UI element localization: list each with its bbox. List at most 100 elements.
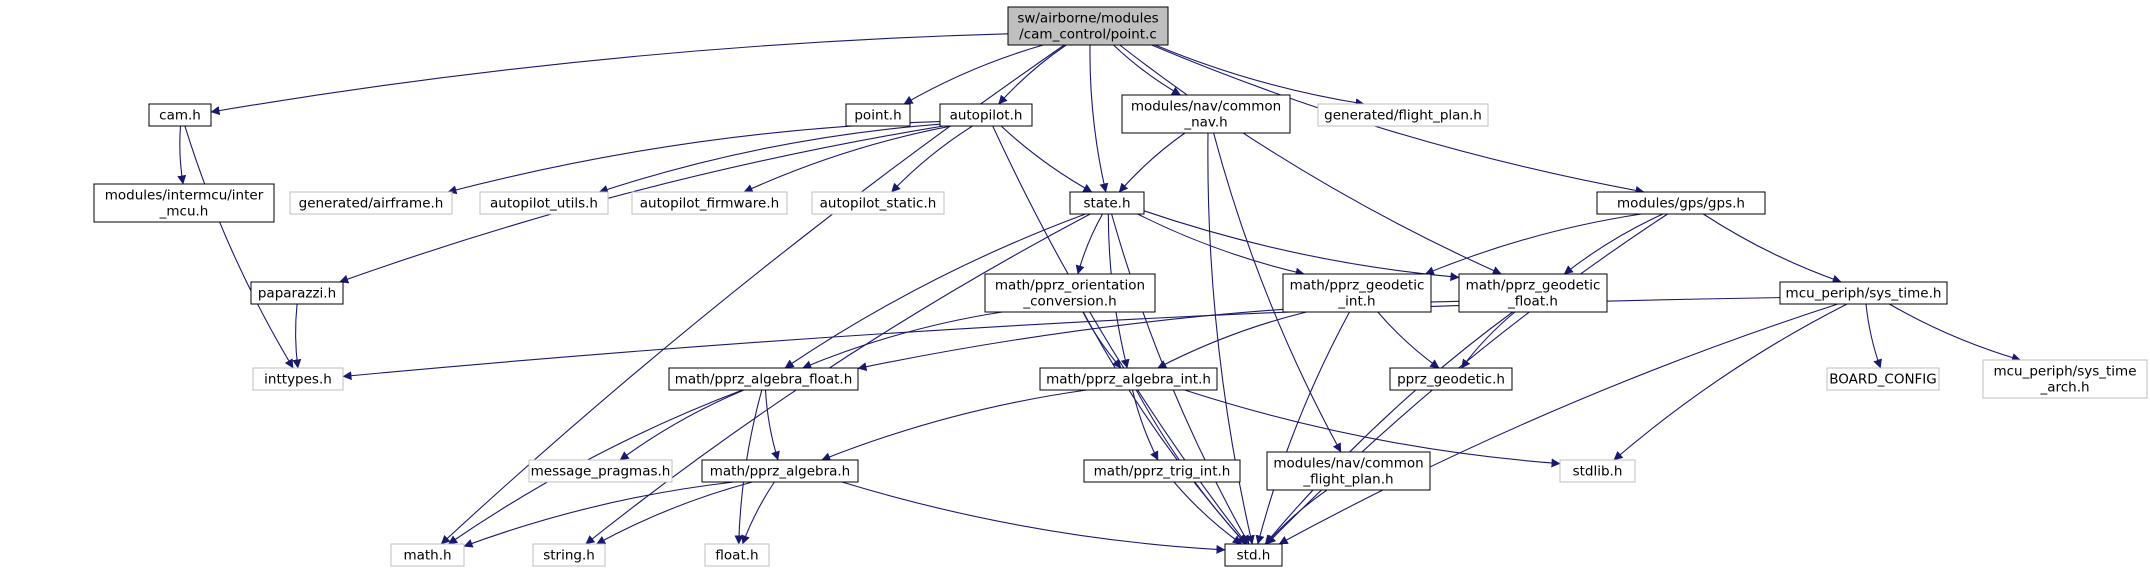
edge-point_c-to-gps_h: [1151, 44, 1645, 195]
node-message_pragmas_h: message_pragmas.h: [528, 459, 673, 483]
node-nav_common_h[interactable]: modules/nav/common_nav.h: [1121, 94, 1291, 134]
node-box: [1282, 273, 1432, 313]
node-trig_int_h[interactable]: math/pprz_trig_int.h: [1083, 459, 1241, 483]
node-sys_time_h[interactable]: mcu_periph/sys_time.h: [1779, 281, 1948, 305]
edge-state_h-to-geodetic_float_h: [1143, 210, 1460, 282]
node-label-line: _float.h: [1507, 294, 1558, 310]
node-box: [1826, 367, 1940, 391]
node-point_c[interactable]: sw/airborne/modules/cam_control/point.c: [1007, 6, 1169, 46]
edge-autopilot_h-to-std_h: [992, 125, 1248, 545]
node-string_h: string.h: [532, 543, 606, 567]
edge-sys_time_h-to-sys_time_arch_h: [1889, 303, 2021, 362]
node-gen_flight_plan_h: generated/flight_plan.h: [1317, 103, 1489, 127]
node-autopilot_h[interactable]: autopilot.h: [939, 103, 1033, 127]
node-label-line: generated/flight_plan.h: [1324, 108, 1482, 124]
node-algebra_float_h[interactable]: math/pprz_algebra_float.h: [668, 367, 859, 391]
node-label-line: float.h: [715, 548, 758, 564]
node-box: [528, 459, 673, 483]
node-box: [1317, 103, 1489, 127]
node-label-line: state.h: [1083, 196, 1130, 212]
node-paparazzi_h[interactable]: paparazzi.h: [250, 281, 344, 305]
node-label-line: _mcu.h: [159, 204, 209, 220]
node-label-line: stdlib.h: [1573, 464, 1623, 480]
node-box: [1007, 6, 1169, 46]
node-label-line: mcu_periph/sys_time: [1993, 364, 2136, 380]
node-std_h[interactable]: std.h: [1224, 543, 1283, 567]
edge-orientation_h-to-std_h: [1082, 311, 1247, 545]
node-gps_h[interactable]: modules/gps/gps.h: [1596, 191, 1766, 215]
node-state_h[interactable]: state.h: [1069, 191, 1145, 215]
edge-autopilot_h-to-autopilot_utils_h: [598, 123, 941, 194]
edge-algebra_float_h-to-math_h: [448, 389, 743, 545]
node-box: [93, 183, 275, 223]
node-sys_time_arch_h: mcu_periph/sys_time_arch.h: [1982, 359, 2148, 399]
node-label-line: math.h: [403, 548, 451, 564]
edge-sys_time_h-to-board_config: [1865, 303, 1882, 369]
node-label-line: /cam_control/point.c: [1019, 27, 1157, 43]
node-box: [1083, 459, 1241, 483]
node-label-line: autopilot.h: [950, 108, 1023, 124]
node-label-line: math/pprz_algebra.h: [710, 464, 850, 480]
edge-algebra_float_h-to-message_pragmas_h: [619, 389, 745, 461]
node-pprz_geodetic_h[interactable]: pprz_geodetic.h: [1389, 367, 1513, 391]
node-box: [1559, 459, 1636, 483]
edge-algebra_h-to-math_h: [463, 481, 734, 548]
edge-gps_h-to-geodetic_float_h: [1563, 213, 1664, 275]
node-label-line: BOARD_CONFIG: [1829, 372, 1937, 388]
node-box: [1266, 451, 1431, 491]
node-cam_h[interactable]: cam.h: [148, 103, 212, 127]
node-label-line: _conversion.h: [1022, 294, 1116, 310]
node-box: [939, 103, 1033, 127]
node-orientation_h[interactable]: math/pprz_orientation_conversion.h: [984, 273, 1156, 313]
node-box: [1121, 94, 1291, 134]
edge-trig_int_h-to-std_h: [1173, 481, 1242, 545]
node-box: [701, 459, 859, 483]
node-label-line: message_pragmas.h: [531, 464, 671, 480]
node-label-line: mcu_periph/sys_time.h: [1786, 286, 1942, 302]
node-label-line: pprz_geodetic.h: [1397, 372, 1505, 388]
node-box: [1069, 191, 1145, 215]
edge-nav_common_h-to-nav_flight_plan_h: [1213, 132, 1342, 453]
node-label-line: modules/gps/gps.h: [1617, 196, 1745, 212]
edge-state_h-to-algebra_float_h: [784, 213, 1086, 369]
nodes-layer: sw/airborne/modules/cam_control/point.cc…: [93, 6, 2148, 567]
node-box: [1596, 191, 1766, 215]
node-nav_flight_plan_h[interactable]: modules/nav/common_flight_plan.h: [1266, 451, 1431, 491]
node-algebra_h[interactable]: math/pprz_algebra.h: [701, 459, 859, 483]
node-box: [811, 191, 945, 215]
node-label-line: sw/airborne/modules: [1017, 11, 1158, 27]
node-label-line: _arch.h: [2039, 380, 2089, 396]
edge-cam_h-to-inttypes_h: [184, 125, 294, 369]
edge-point_c-to-autopilot_h: [998, 44, 1067, 105]
node-label-line: generated/airframe.h: [299, 196, 444, 212]
edge-algebra_h-to-string_h: [596, 481, 753, 545]
node-box: [984, 273, 1156, 313]
node-geodetic_int_h[interactable]: math/pprz_geodetic_int.h: [1282, 273, 1432, 313]
node-label-line: _flight_plan.h: [1302, 472, 1393, 488]
node-algebra_int_h[interactable]: math/pprz_algebra_int.h: [1039, 367, 1218, 391]
node-label-line: std.h: [1237, 548, 1271, 564]
node-label-line: cam.h: [159, 108, 201, 124]
edge-nav_flight_plan_h-to-std_h: [1265, 489, 1328, 545]
node-box: [631, 191, 788, 215]
node-box: [1458, 273, 1608, 313]
edge-geodetic_float_h-to-std_h: [1264, 311, 1514, 545]
node-box: [390, 543, 465, 567]
node-intermcu_h[interactable]: modules/intermcu/inter_mcu.h: [93, 183, 275, 223]
edge-algebra_int_h-to-trig_int_h: [1131, 389, 1159, 461]
node-point_h[interactable]: point.h: [845, 103, 911, 127]
node-box: [252, 367, 344, 391]
node-label-line: autopilot_utils.h: [490, 196, 598, 212]
node-box: [532, 543, 606, 567]
edge-gps_h-to-sys_time_h: [1702, 213, 1842, 284]
node-label-line: math/pprz_algebra_int.h: [1046, 372, 1211, 388]
node-geodetic_float_h[interactable]: math/pprz_geodetic_float.h: [1458, 273, 1608, 313]
node-board_config: BOARD_CONFIG: [1826, 367, 1940, 391]
edge-gps_h-to-geodetic_int_h: [1424, 213, 1642, 275]
node-box: [479, 191, 609, 215]
edge-cam_h-to-intermcu_h: [177, 125, 187, 185]
edge-geodetic_int_h-to-pprz_geodetic_h: [1377, 311, 1440, 369]
node-inttypes_h: inttypes.h: [252, 367, 344, 391]
edge-autopilot_h-to-paparazzi_h: [339, 125, 944, 284]
edge-autopilot_h-to-state_h: [1000, 125, 1093, 193]
